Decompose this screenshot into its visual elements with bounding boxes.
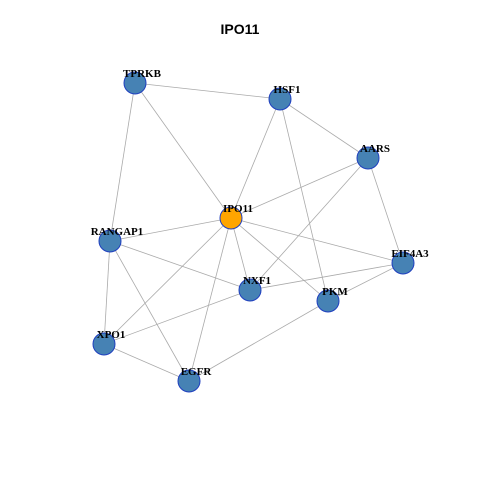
node-label-rangap1: RANGAP1 <box>91 226 144 238</box>
node-hsf1[interactable] <box>268 87 292 111</box>
edge-hsf1-pkm <box>279 98 329 302</box>
edge-nxf1-xpo1 <box>103 289 251 345</box>
edge-rangap1-xpo1 <box>103 240 111 345</box>
edge-ipo11-eif4a3 <box>230 217 404 264</box>
node-eif4a3[interactable] <box>391 251 415 275</box>
edge-tprkb-hsf1 <box>134 82 281 100</box>
node-label-pkm: PKM <box>322 286 348 298</box>
node-label-nxf1: NXF1 <box>243 275 271 287</box>
node-pkm[interactable] <box>316 289 340 313</box>
edge-xpo1-egfr <box>103 343 190 382</box>
edge-ipo11-xpo1 <box>103 217 232 345</box>
node-tprkb[interactable] <box>123 71 147 95</box>
node-label-aars: AARS <box>360 143 390 155</box>
node-label-eif4a3: EIF4A3 <box>391 248 429 260</box>
edge-ipo11-rangap1 <box>109 217 232 242</box>
graph-title: IPO11 <box>220 21 260 37</box>
edge-eif4a3-pkm <box>327 262 404 302</box>
edge-hsf1-aars <box>279 98 369 159</box>
node-nxf1[interactable] <box>238 278 262 302</box>
node-label-tprkb: TPRKB <box>123 68 162 80</box>
edge-eif4a3-nxf1 <box>249 262 404 291</box>
edge-aars-nxf1 <box>249 157 369 291</box>
node-label-xpo1: XPO1 <box>97 329 126 341</box>
edge-ipo11-egfr <box>188 217 232 382</box>
node-xpo1[interactable] <box>92 332 116 356</box>
edge-pkm-egfr <box>188 300 329 382</box>
edge-ipo11-pkm <box>230 217 329 302</box>
node-ipo11[interactable] <box>219 206 243 230</box>
edge-hsf1-ipo11 <box>230 98 281 219</box>
edge-aars-eif4a3 <box>367 157 404 264</box>
node-label-egfr: EGFR <box>181 366 213 378</box>
node-rangap1[interactable] <box>98 229 122 253</box>
edge-tprkb-ipo11 <box>134 82 232 219</box>
node-label-ipo11: IPO11 <box>223 203 253 215</box>
node-aars[interactable] <box>356 146 380 170</box>
edge-ipo11-nxf1 <box>230 217 251 291</box>
edges-layer <box>103 82 404 382</box>
nodes-layer <box>92 71 415 393</box>
edge-aars-ipo11 <box>230 157 369 219</box>
edge-rangap1-nxf1 <box>109 240 251 291</box>
edge-tprkb-rangap1 <box>109 82 136 242</box>
node-label-hsf1: HSF1 <box>274 84 301 96</box>
edge-rangap1-egfr <box>109 240 190 382</box>
node-egfr[interactable] <box>177 369 201 393</box>
